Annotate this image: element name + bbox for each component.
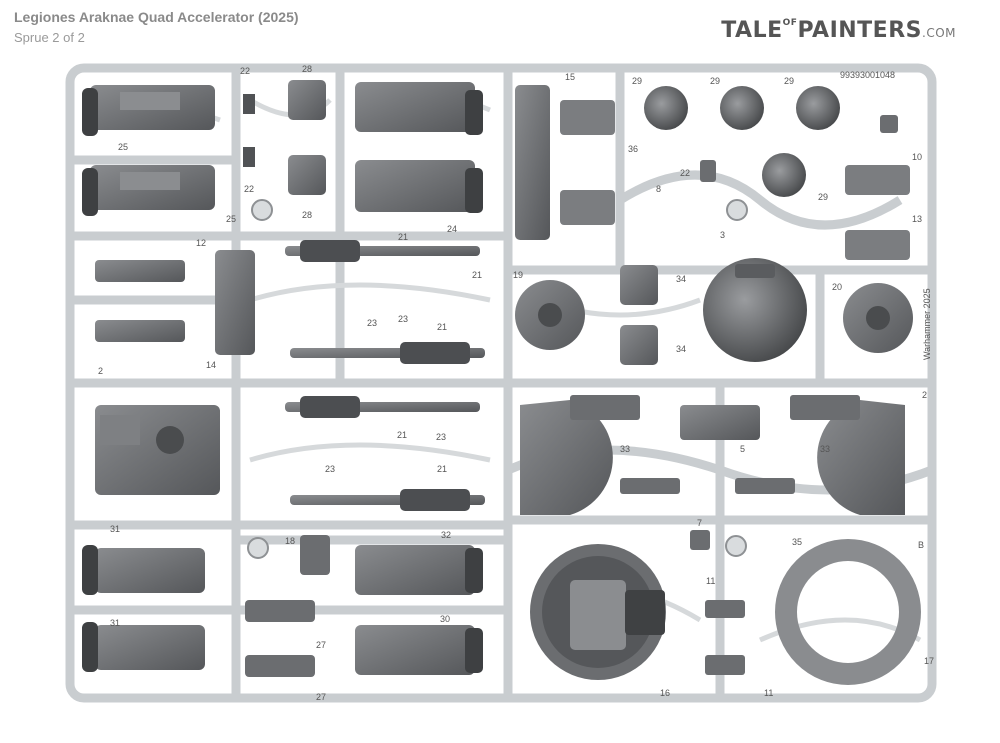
part-number: 29 <box>632 76 642 86</box>
part-cylinder <box>243 80 326 195</box>
part-wheel-mount <box>515 265 913 365</box>
part-number: 3 <box>720 230 725 240</box>
part-number: 23 <box>436 432 446 442</box>
part-number: 23 <box>325 464 335 474</box>
part-number: 24 <box>447 224 457 234</box>
part-small-bits <box>690 115 898 675</box>
part-number: 10 <box>912 152 922 162</box>
part-number: 19 <box>513 270 523 280</box>
part-number: 31 <box>110 618 120 628</box>
part-number: 34 <box>676 274 686 284</box>
page-subtitle: Sprue 2 of 2 <box>14 30 85 45</box>
part-number: 17 <box>924 656 934 666</box>
part-number: 18 <box>285 536 295 546</box>
part-number: 13 <box>912 214 922 224</box>
part-number: 30 <box>440 614 450 624</box>
part-number: 29 <box>710 76 720 86</box>
part-number: 2 <box>922 390 927 400</box>
part-number: 5 <box>740 444 745 454</box>
part-number: 29 <box>784 76 794 86</box>
part-turret-ring <box>530 544 666 680</box>
part-number: 14 <box>206 360 216 370</box>
part-number: 11 <box>706 576 715 586</box>
part-number: 15 <box>565 72 575 82</box>
part-ring <box>775 539 921 685</box>
part-armor-plate <box>520 395 905 515</box>
part-number: 28 <box>302 64 312 74</box>
part-number: 23 <box>398 314 408 324</box>
part-number: 21 <box>437 322 447 332</box>
part-number: 23 <box>367 318 377 328</box>
part-turret-block <box>355 82 483 213</box>
sprue-copyright: Warhammer 2025 <box>922 288 932 360</box>
sprue-letter: B <box>918 540 924 550</box>
part-bracket <box>95 250 255 355</box>
part-number: 20 <box>832 282 842 292</box>
part-number: 22 <box>240 66 250 76</box>
sprue-code: 99393001048 <box>840 70 895 80</box>
part-number: 22 <box>244 184 254 194</box>
sprue-gate <box>247 199 748 559</box>
part-number: 21 <box>472 270 482 280</box>
part-side-panel <box>515 85 910 260</box>
part-number: 21 <box>437 464 447 474</box>
part-number: 27 <box>316 640 326 650</box>
part-number: 7 <box>697 518 702 528</box>
part-wheel <box>644 86 840 197</box>
part-number: 35 <box>792 537 802 547</box>
part-number: 22 <box>680 168 690 178</box>
site-logo: TALEOFPAINTERS.COM <box>721 18 956 43</box>
page-title: Legiones Araknae Quad Accelerator (2025) <box>14 9 299 25</box>
part-number: 2 <box>98 366 103 376</box>
part-number-labels: 22 28 25 28 22 25 24 21 12 21 23 23 21 1… <box>98 64 934 702</box>
sprue-frame <box>65 63 937 703</box>
part-housing <box>82 85 215 216</box>
part-dome <box>703 258 807 362</box>
part-number: 36 <box>628 144 638 154</box>
part-number: 25 <box>118 142 128 152</box>
part-number: 11 <box>764 688 773 698</box>
part-number: 31 <box>110 524 120 534</box>
part-number: 29 <box>818 192 828 202</box>
part-housing-lower <box>82 535 483 677</box>
part-number: 27 <box>316 692 326 702</box>
part-number: 21 <box>398 232 408 242</box>
part-number: 33 <box>620 444 630 454</box>
part-barrel <box>285 240 485 511</box>
part-number: 34 <box>676 344 686 354</box>
part-number: 33 <box>820 444 830 454</box>
part-engine-block <box>95 405 220 495</box>
part-number: 16 <box>660 688 670 698</box>
part-number: 12 <box>196 238 206 248</box>
part-number: 28 <box>302 210 312 220</box>
part-number: 8 <box>656 184 661 194</box>
part-number: 25 <box>226 214 236 224</box>
part-number: 32 <box>441 530 451 540</box>
part-number: 21 <box>397 430 407 440</box>
